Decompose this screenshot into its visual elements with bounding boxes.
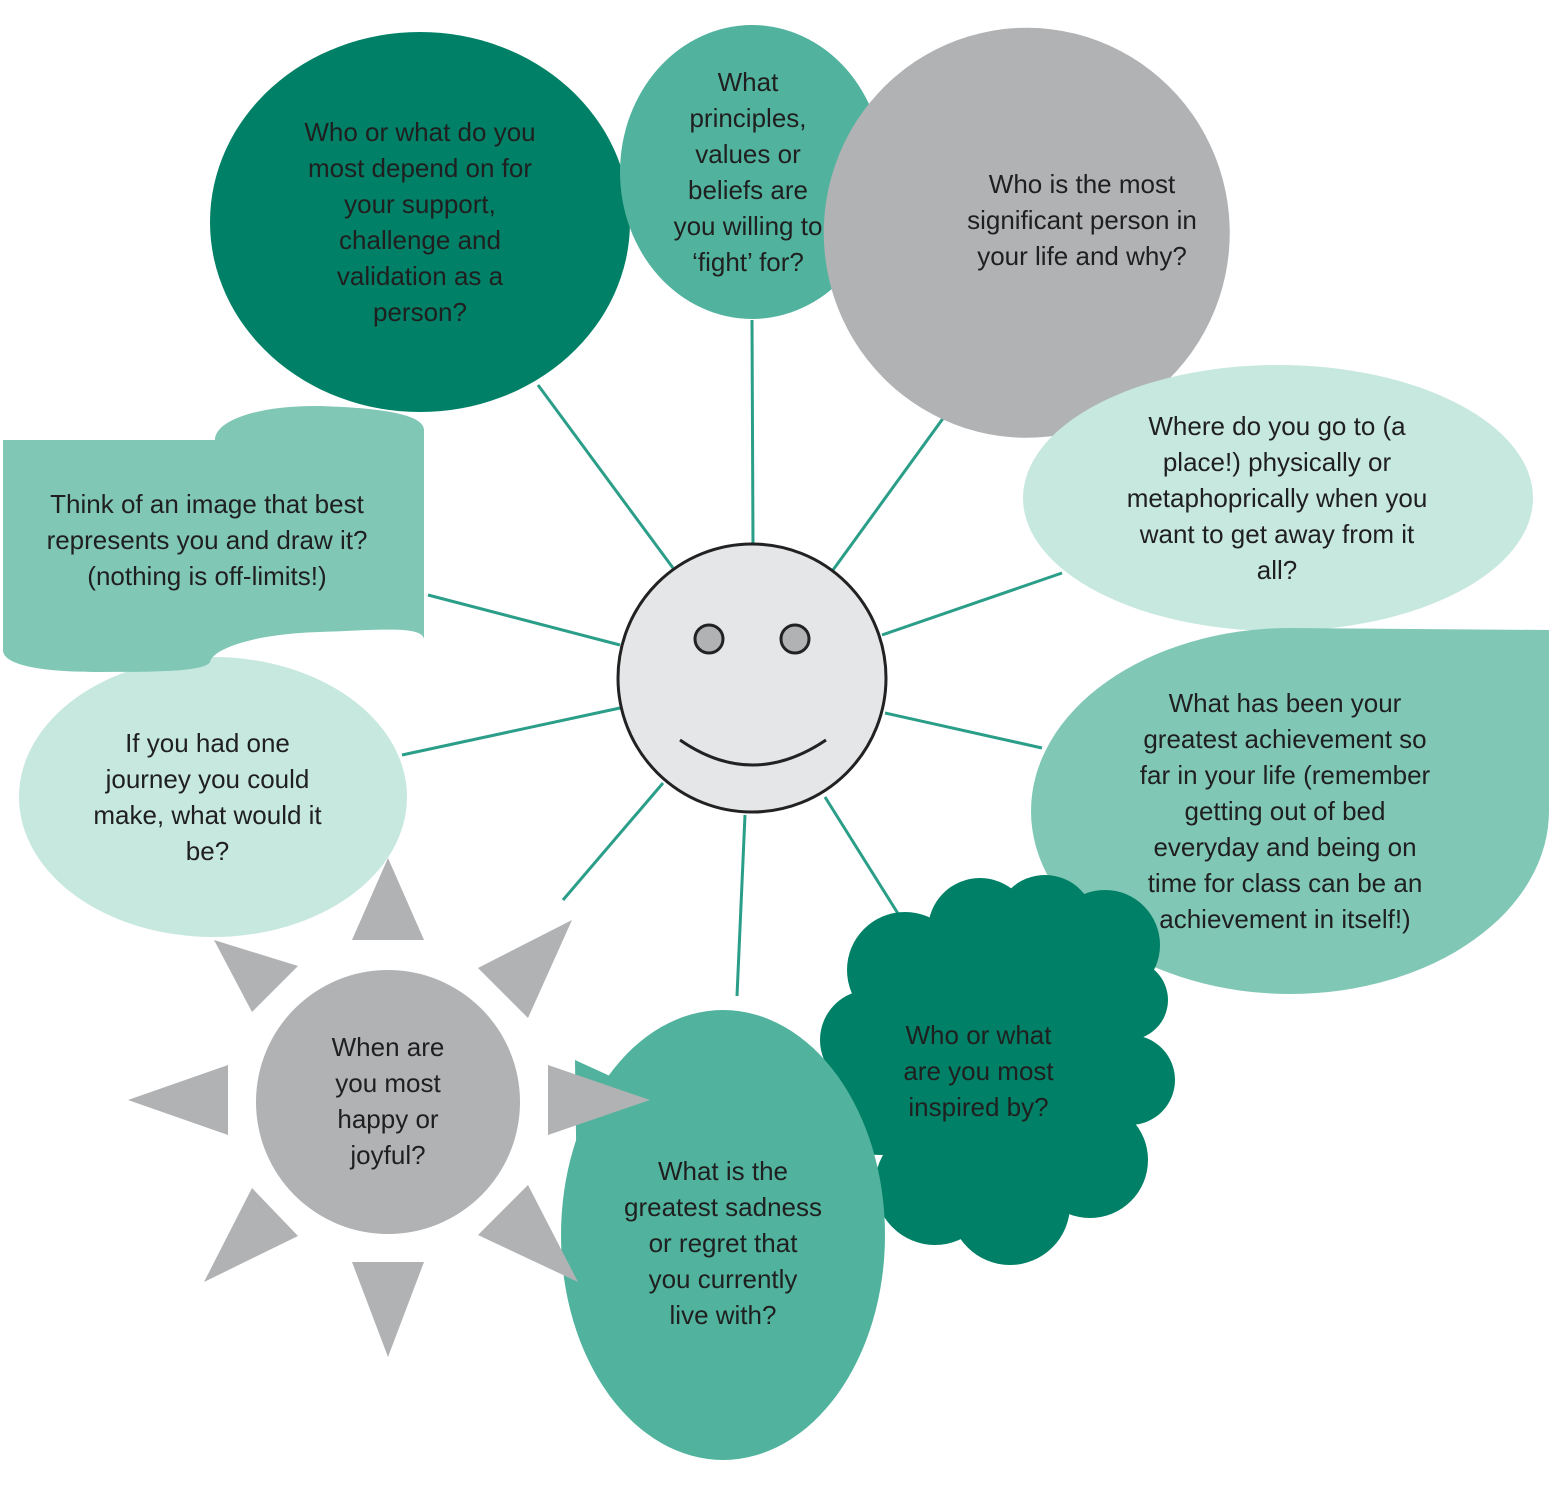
spoke-image xyxy=(427,593,621,647)
smiley-face-icon xyxy=(616,542,888,814)
support-prompt: Who or what do you most depend on for yo… xyxy=(304,117,536,327)
image-banner xyxy=(3,405,424,672)
sun-ray-top-left xyxy=(214,940,298,1012)
happy-prompt: When are you most happy or joyful? xyxy=(331,1032,445,1170)
support-bubble xyxy=(210,32,630,412)
spoke-getaway xyxy=(881,571,1063,637)
spoke-sadness xyxy=(735,814,747,997)
connector-spokes xyxy=(401,319,1063,997)
spoke-achievement xyxy=(884,711,1043,750)
right-eye xyxy=(779,623,811,655)
principles-prompt: What principles, values or beliefs are y… xyxy=(673,67,823,277)
face-circle xyxy=(616,542,888,814)
spoke-support xyxy=(536,384,675,569)
achievement-prompt: What has been your greatest achievement … xyxy=(1139,687,1431,934)
spoke-happy xyxy=(561,782,665,901)
significant-person-bubble xyxy=(823,27,1230,438)
spoke-significant-person xyxy=(831,394,962,571)
sun-ray-bottom xyxy=(352,1262,424,1357)
sun-disc xyxy=(256,970,520,1234)
achievement-bubble xyxy=(1031,628,1550,994)
significant-person-prompt: Who is the most significant person in yo… xyxy=(967,169,1197,271)
journey-prompt: If you had one journey you could make, w… xyxy=(93,728,322,866)
sun-ray-top xyxy=(352,858,424,940)
mouth xyxy=(679,738,827,767)
sun-ray-left xyxy=(128,1065,228,1135)
sun-icon xyxy=(128,858,650,1357)
sun-ray-top-right xyxy=(478,920,572,1018)
principles-bubble xyxy=(620,25,884,319)
spoke-journey xyxy=(401,706,621,757)
sun-ray-right xyxy=(548,1065,650,1135)
spoke-principles xyxy=(750,319,755,546)
sadness-prompt: What is the greatest sadness or regret t… xyxy=(623,1155,822,1330)
spoke-inspired xyxy=(823,796,904,921)
image-prompt: Think of an image that best represents y… xyxy=(46,489,368,591)
sun-ray-bottom-right xyxy=(478,1185,578,1282)
sun-ray-bottom-left xyxy=(204,1188,298,1282)
left-eye xyxy=(693,623,725,655)
inspired-prompt: Who or what are you most inspired by? xyxy=(903,1020,1054,1122)
inspired-cloud xyxy=(820,875,1175,1265)
journey-bubble xyxy=(19,657,407,937)
getaway-bubble xyxy=(1023,365,1533,631)
getaway-prompt: Where do you go to (a place!) physically… xyxy=(1126,410,1428,585)
